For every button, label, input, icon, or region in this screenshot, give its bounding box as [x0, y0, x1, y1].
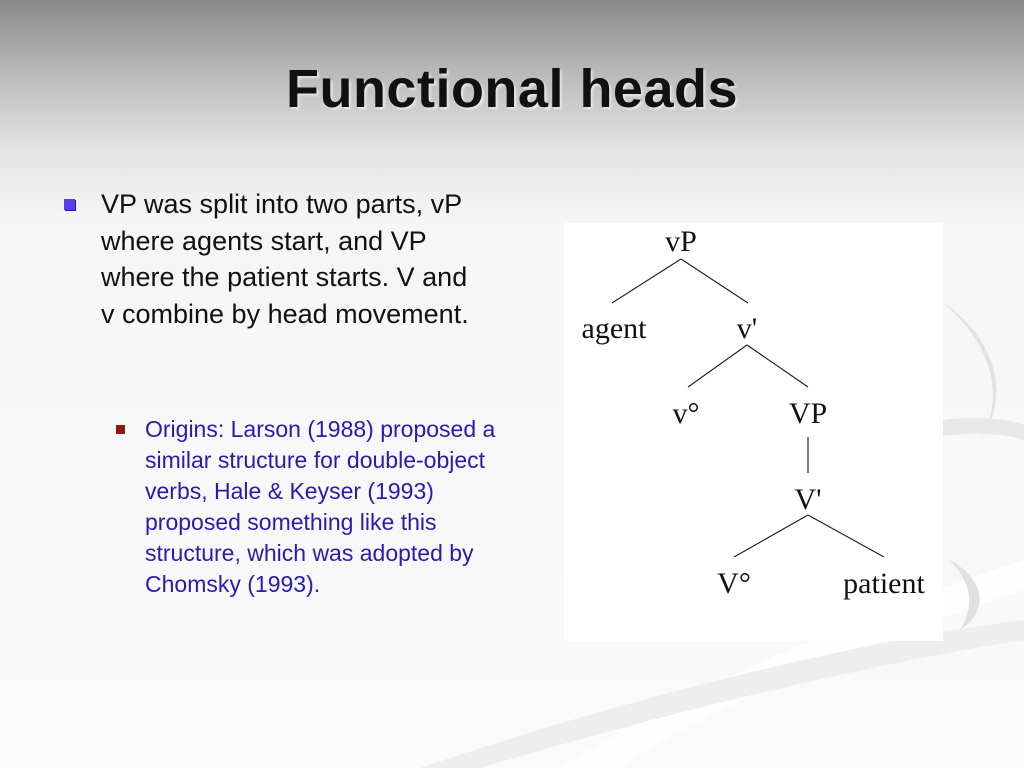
- edge-vbar-VP: [746, 344, 809, 388]
- node-v-head: v°: [673, 397, 700, 430]
- edge-vbar-vhead: [687, 344, 748, 388]
- edge-Vbar-Vhead: [733, 514, 809, 558]
- edge-Vbar-patient: [807, 514, 885, 558]
- slide-title: Functional heads: [285, 59, 739, 119]
- node-agent: agent: [582, 312, 648, 345]
- node-patient: patient: [843, 567, 925, 600]
- edge-vP-agent: [611, 258, 682, 304]
- node-VP: VP: [789, 397, 827, 430]
- node-v-bar: v': [737, 312, 757, 345]
- syntax-tree-figure: vP agent v' v° VP V' V° patient: [564, 223, 943, 641]
- node-vP: vP: [665, 225, 697, 258]
- sub-bullet-text: Origins: Larson (1988) proposed a simila…: [145, 416, 496, 597]
- main-bullet-text: VP was split into two parts, vP where ag…: [101, 189, 469, 329]
- node-V-head: V°: [717, 567, 751, 600]
- edge-vP-vbar: [680, 258, 749, 304]
- bullet-marker-icon: [64, 199, 75, 210]
- node-V-bar: V': [794, 483, 821, 516]
- sub-bullet-marker-icon: [116, 425, 125, 434]
- syntax-tree: vP agent v' v° VP V' V° patient: [582, 225, 926, 600]
